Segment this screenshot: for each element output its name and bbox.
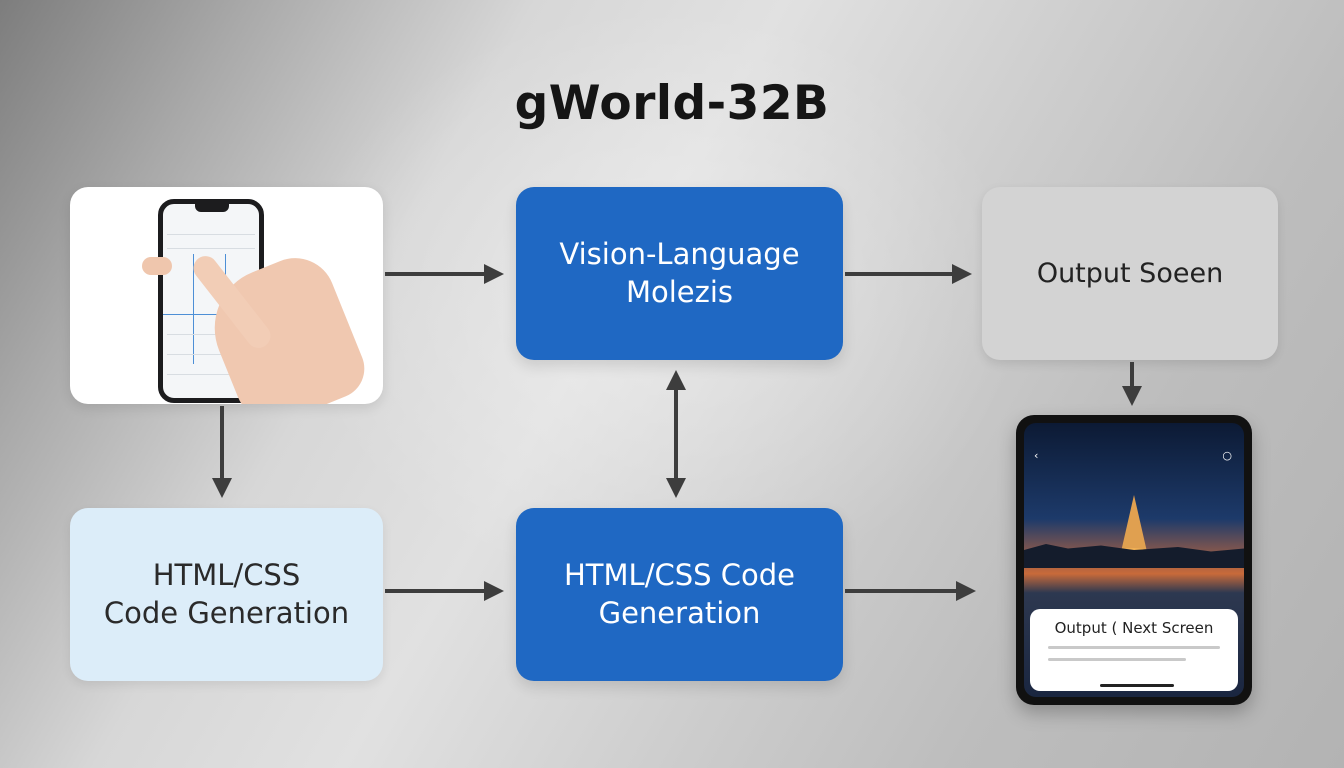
- diagram-title: gWorld-32B: [514, 76, 830, 131]
- vision-language-line2: Molezis: [625, 274, 734, 309]
- html-css-left-node: HTML/CSS Code Generation: [70, 508, 383, 681]
- vision-language-line1: Vision-Language: [559, 236, 800, 271]
- home-indicator: [1100, 684, 1174, 687]
- output-next-label: Output ( Next Screen: [1054, 619, 1214, 637]
- card-text-line: [1048, 646, 1220, 649]
- output-screen-label: Output Soeen: [1036, 257, 1224, 289]
- html-css-left-line1: HTML/CSS: [152, 557, 301, 592]
- html-css-center-line1: HTML/CSS Code: [564, 557, 795, 592]
- record-icon: ○: [1222, 449, 1232, 462]
- output-card: Output ( Next Screen: [1030, 609, 1238, 691]
- back-chevron-icon: ‹: [1034, 449, 1039, 462]
- output-screen-node: Output Soeen: [982, 187, 1278, 360]
- thumb-image: [142, 257, 172, 275]
- html-css-center-node: HTML/CSS Code Generation: [516, 508, 843, 681]
- html-css-center-line2: Generation: [598, 595, 761, 630]
- tablet-output-mockup: ‹ ○ Output ( Next Screen: [1016, 415, 1252, 705]
- vision-language-node: Vision-Language Molezis: [516, 187, 843, 360]
- card-text-line: [1048, 658, 1186, 661]
- tablet-screen: ‹ ○ Output ( Next Screen: [1024, 423, 1244, 697]
- input-screen-photo: [70, 187, 383, 404]
- html-css-left-line2: Code Generation: [103, 595, 350, 630]
